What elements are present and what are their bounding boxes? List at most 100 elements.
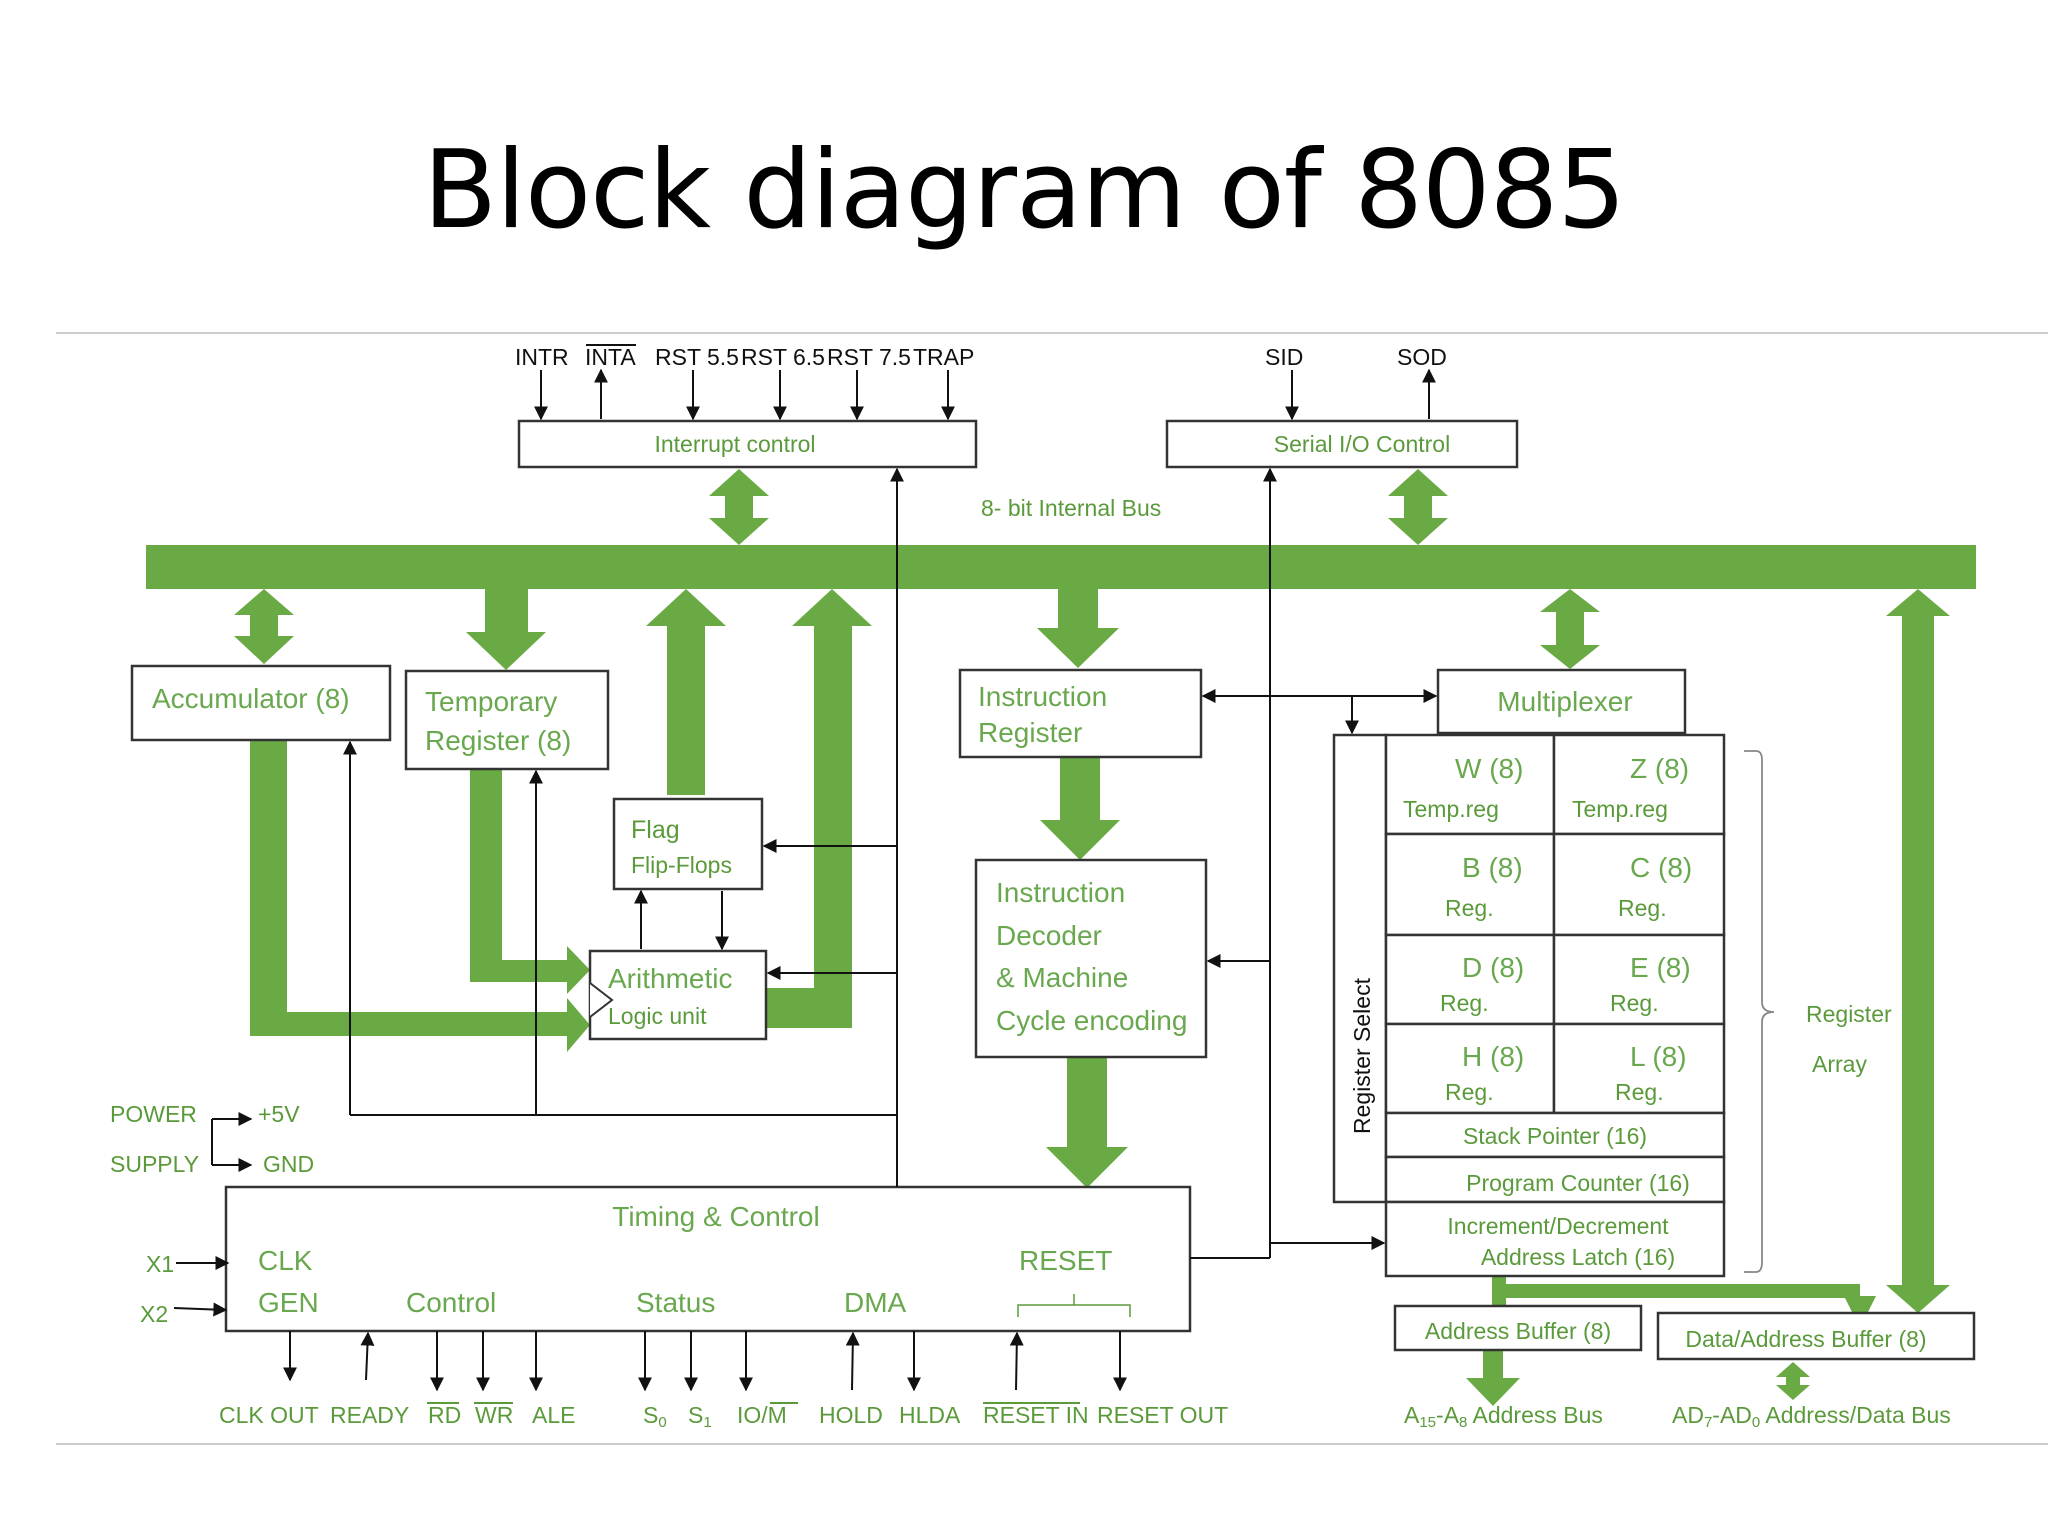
reg-d-sub: Reg.: [1440, 990, 1489, 1016]
label-hlda: HLDA: [899, 1402, 961, 1428]
label-s1: S1: [688, 1402, 712, 1431]
label-sod: SOD: [1397, 344, 1447, 370]
label-s0: S0: [643, 1402, 667, 1431]
accumulator-box: [130, 664, 392, 742]
instruction-decoder-box: [974, 858, 1208, 1059]
reg-w-sub: Temp.reg: [1403, 796, 1499, 822]
ir-line2: Register: [978, 717, 1082, 748]
alu-line2: Logic unit: [608, 1003, 707, 1029]
label-sid: SID: [1265, 344, 1303, 370]
reg-z-name: Z (8): [1630, 753, 1689, 784]
label-io-m: IO/M: [737, 1402, 787, 1428]
stack-pointer-label: Stack Pointer (16): [1463, 1123, 1647, 1149]
program-counter-box: [1384, 1155, 1726, 1204]
timing-dma: DMA: [844, 1287, 907, 1318]
reg-w-name: W (8): [1455, 753, 1523, 784]
mux-bus-arrow: [1540, 589, 1600, 669]
label-intr: INTR: [515, 344, 569, 370]
label-ready: READY: [330, 1402, 409, 1428]
label-ale: ALE: [532, 1402, 575, 1428]
label-trap: TRAP: [913, 344, 974, 370]
accumulator-bus-arrow: [234, 589, 294, 664]
reg-e-sub: Reg.: [1610, 990, 1659, 1016]
reg-z-box: [1552, 733, 1726, 836]
reg-l-box: [1552, 1022, 1726, 1115]
inc-dec-box: [1384, 1200, 1726, 1278]
timing-title: Timing & Control: [612, 1201, 819, 1232]
reg-h-name: H (8): [1462, 1041, 1524, 1072]
label-rd: RD: [428, 1402, 461, 1428]
reg-e-box: [1552, 933, 1726, 1026]
timing-clk: CLK: [258, 1245, 313, 1276]
power-label: POWER: [110, 1101, 197, 1127]
label-reset-in: RESET IN: [983, 1402, 1089, 1428]
multiplexer-label: Multiplexer: [1497, 686, 1632, 717]
internal-bus-label: 8- bit Internal Bus: [981, 495, 1161, 521]
alu-bus-arrow: [766, 589, 872, 1028]
temp-register-box: [404, 669, 610, 771]
temp-alu-arrow: [470, 765, 590, 994]
data-address-buffer-label: Data/Address Buffer (8): [1685, 1326, 1926, 1352]
ir-decoder-arrow: [1040, 757, 1120, 860]
program-counter-label: Program Counter (16): [1466, 1170, 1690, 1196]
reg-b-box: [1384, 832, 1556, 937]
timing-control: Control: [406, 1287, 496, 1318]
green-buses: [146, 469, 1976, 1406]
alu-notch: [589, 982, 614, 1018]
alu-line1: Arithmetic: [608, 963, 732, 994]
latch-buffer-arrow: [1492, 1277, 1876, 1312]
timing-status: Status: [636, 1287, 715, 1318]
register-select-label: Register Select: [1349, 977, 1375, 1134]
reg-e-name: E (8): [1630, 952, 1691, 983]
flag-line1: Flag: [631, 816, 680, 844]
reg-b-sub: Reg.: [1445, 895, 1494, 921]
register-array-line1: Register: [1806, 1001, 1892, 1027]
stack-pointer-box: [1384, 1111, 1726, 1159]
label-wr: WR: [475, 1402, 513, 1428]
control-wires: [173, 344, 1775, 1404]
flag-line2: Flip-Flops: [631, 852, 732, 878]
interrupt-control-label: Interrupt control: [654, 431, 815, 457]
flag-bus-arrow: [646, 589, 726, 795]
label-rst55: RST 5.5: [655, 344, 739, 370]
address-buffer-label: Address Buffer (8): [1425, 1318, 1611, 1344]
label-rst75: RST 7.5: [827, 344, 911, 370]
interrupt-control-box: [517, 419, 978, 469]
label-reset-out: RESET OUT: [1097, 1402, 1228, 1428]
label-hold: HOLD: [819, 1402, 883, 1428]
decoder-line1: Instruction: [996, 877, 1125, 908]
plus5v-label: +5V: [258, 1101, 300, 1127]
serial-io-box: [1165, 419, 1519, 469]
reg-z-sub: Temp.reg: [1572, 796, 1668, 822]
label-inta: INTA: [585, 344, 636, 370]
address-bus-arrow: [1466, 1350, 1520, 1406]
label-clk-out: CLK OUT: [219, 1402, 319, 1428]
reg-l-name: L (8): [1630, 1041, 1687, 1072]
supply-label: SUPPLY: [110, 1151, 199, 1177]
decoder-line3: & Machine: [996, 962, 1128, 993]
reg-c-name: C (8): [1630, 852, 1692, 883]
inc-dec-line2: Address Latch (16): [1481, 1244, 1675, 1270]
decoder-line4: Cycle encoding: [996, 1005, 1187, 1036]
gnd-label: GND: [263, 1151, 314, 1177]
label-rst65: RST 6.5: [741, 344, 825, 370]
serial-io-label: Serial I/O Control: [1274, 431, 1450, 457]
interrupt-bus-arrow: [709, 469, 769, 545]
reg-l-sub: Reg.: [1615, 1079, 1664, 1105]
temp-bus-arrow: [466, 589, 546, 670]
serial-bus-arrow: [1388, 469, 1448, 545]
reg-d-name: D (8): [1462, 952, 1524, 983]
timing-gen: GEN: [258, 1287, 319, 1318]
internal-bus: [146, 545, 1976, 589]
temp-register-line1: Temporary: [425, 686, 557, 717]
address-bus-label: A15-A8 Address Bus: [1404, 1402, 1603, 1431]
inc-dec-line1: Increment/Decrement: [1447, 1213, 1669, 1239]
temp-register-line2: Register (8): [425, 725, 571, 756]
data-bus-arrow: [1776, 1362, 1810, 1400]
reg-c-sub: Reg.: [1618, 895, 1667, 921]
instruction-register-box: [958, 668, 1203, 759]
data-address-buffer-box: [1656, 1311, 1976, 1361]
timing-reset: RESET: [1019, 1245, 1112, 1276]
page-title: Block diagram of 8085: [422, 128, 1626, 253]
